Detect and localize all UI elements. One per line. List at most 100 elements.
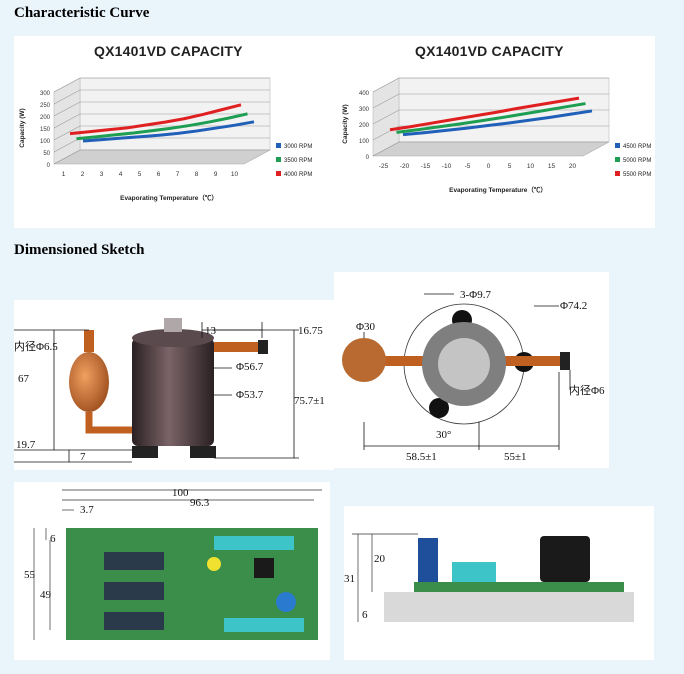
accumulator-top	[342, 338, 386, 382]
x-tick-label: 20	[569, 163, 577, 170]
y-axis-label: Capacity (W)	[342, 104, 349, 143]
legend-swatch	[615, 143, 620, 148]
pcb-top-drawing: 100 96.3 3.7 6 55 49	[24, 487, 322, 640]
dim-dia-74-2: Φ74.2	[560, 300, 587, 312]
chart-title-right: QX1401VD CAPACITY	[415, 43, 564, 59]
series-line-3500-rpm	[76, 112, 248, 141]
dim-19-7: 19.7	[16, 439, 36, 451]
pipe-cap	[258, 340, 268, 354]
pcb-side-panel: 20 31 6	[344, 506, 654, 660]
chart-gridline	[372, 125, 609, 141]
x-tick-label: 5	[138, 171, 142, 178]
ic-chip	[254, 558, 274, 578]
dim-6-board: 6	[50, 533, 56, 545]
legend-label: 4500 RPM	[623, 144, 651, 150]
x-tick-label: -25	[379, 163, 389, 170]
dim-angle-30: 30°	[436, 429, 451, 441]
dim-inner-dia-6-5: 内径Φ6.5	[14, 339, 58, 353]
y-tick-label: 200	[359, 123, 370, 129]
suction-pipe	[85, 412, 132, 434]
legend-swatch	[276, 171, 281, 176]
x-axis-label: Evaporating Temperature（℃）	[120, 194, 218, 202]
compressor-side-drawing: 13 16.75 内径Φ6.5 Φ56.7 67 Φ53.7 75.7±1 19…	[14, 318, 325, 463]
x-tick-label: 15	[548, 163, 556, 170]
dim-3-holes-9-7: 3-Φ9.7	[460, 289, 491, 301]
dim-49: 49	[40, 589, 52, 601]
x-tick-label: -15	[421, 163, 431, 170]
dim-96-3: 96.3	[190, 497, 210, 509]
pcb-side-drawing: 20 31 6	[344, 533, 634, 622]
x-tick-label: 1	[62, 171, 66, 178]
compressor-top-drawing: 3-Φ9.7 Φ74.2 Φ30 内径Φ6 30° 58.5±1 55±1	[342, 289, 605, 463]
x-tick-label: 10	[231, 171, 239, 178]
dim-6-side: 6	[362, 609, 368, 621]
dim-55-board: 55	[24, 569, 36, 581]
y-tick-label: 0	[366, 155, 370, 161]
terminal-top	[438, 338, 490, 390]
y-tick-label: 300	[40, 91, 51, 97]
chart-floor	[53, 149, 271, 165]
legend-label: 5500 RPM	[623, 172, 651, 178]
dim-7: 7	[80, 451, 86, 463]
x-tick-label: -20	[400, 163, 410, 170]
legend-label: 4000 RPM	[284, 172, 312, 178]
dimensioned-sketch-heading: Dimensioned Sketch	[14, 242, 145, 258]
dim-75-7: 75.7±1	[294, 395, 325, 407]
compressor-top	[132, 329, 214, 347]
y-tick-label: 100	[359, 139, 370, 145]
inductor-side	[540, 536, 590, 582]
series-line-5500-rpm	[389, 96, 580, 132]
y-tick-label: 150	[40, 127, 51, 133]
x-tick-label: 3	[100, 171, 104, 178]
dim-58-5: 58.5±1	[406, 451, 437, 463]
series-line-3000-rpm	[82, 120, 255, 143]
y-tick-label: 300	[359, 107, 370, 113]
dim-20: 20	[374, 553, 386, 565]
chart-gridline	[372, 77, 609, 93]
heatsink-base	[384, 592, 634, 622]
terminal-block	[164, 318, 182, 332]
connector-bottom	[224, 618, 304, 632]
legend-swatch	[615, 171, 620, 176]
compressor-top-panel: 3-Φ9.7 Φ74.2 Φ30 内径Φ6 30° 58.5±1 55±1	[334, 272, 609, 468]
chart-gridline	[372, 141, 609, 157]
legend-label: 3000 RPM	[284, 144, 312, 150]
dim-13: 13	[205, 325, 217, 337]
discharge-pipe	[214, 342, 264, 352]
chart-gridline	[53, 149, 270, 165]
inductor-1	[104, 552, 164, 570]
foot-right	[190, 446, 216, 458]
compressor-side-panel: 13 16.75 内径Φ6.5 Φ56.7 67 Φ53.7 75.7±1 19…	[14, 300, 334, 470]
legend-label: 5000 RPM	[623, 158, 651, 164]
dim-31: 31	[344, 573, 355, 585]
legend-swatch	[276, 143, 281, 148]
capacitor-yellow	[207, 557, 221, 571]
legend-swatch	[276, 157, 281, 162]
chart-gridline	[53, 101, 270, 117]
chart-gridline	[53, 125, 270, 141]
dim-dia-53-7: Φ53.7	[236, 389, 264, 401]
series-line-4500-rpm	[402, 109, 593, 137]
y-axis-label: Capacity (W)	[19, 108, 26, 147]
connector-top	[214, 536, 294, 550]
legend-swatch	[615, 157, 620, 162]
x-tick-label: -10	[442, 163, 452, 170]
x-tick-label: 6	[157, 171, 161, 178]
x-tick-label: 10	[527, 163, 535, 170]
accumulator-inlet	[84, 330, 94, 352]
y-tick-label: 100	[40, 139, 51, 145]
dim-55: 55±1	[504, 451, 527, 463]
chart-floor	[372, 141, 610, 157]
x-tick-label: -5	[465, 163, 471, 170]
pipe-cap-top	[560, 352, 570, 370]
inductor-3	[104, 612, 164, 630]
dim-inner-dia-6: 内径Φ6	[569, 383, 605, 397]
x-axis-label: Evaporating Temperature（℃）	[449, 186, 547, 194]
pcb-edge	[414, 582, 624, 592]
x-tick-label: 8	[195, 171, 199, 178]
dim-3-7: 3.7	[80, 504, 94, 516]
foot-left	[132, 446, 158, 458]
compressor-shell	[132, 338, 214, 446]
